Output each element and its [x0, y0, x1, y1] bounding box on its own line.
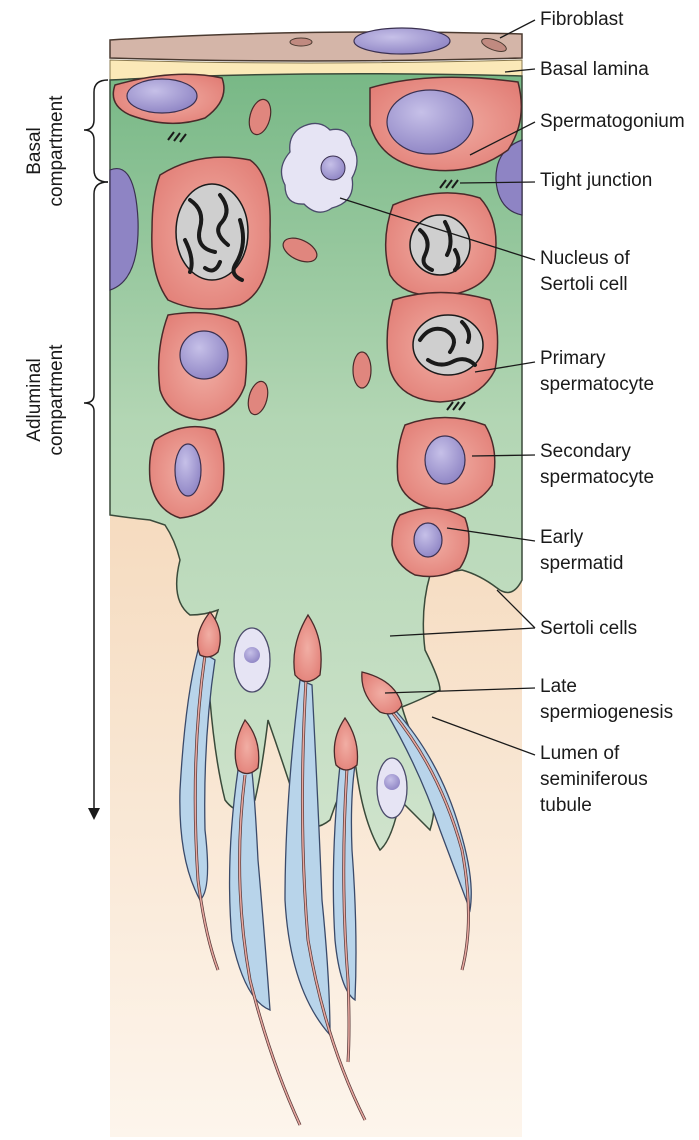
label-fibroblast: Fibroblast [540, 9, 624, 30]
chromatin-strands-left [183, 193, 246, 282]
residual-body-upper-nucleus [244, 647, 260, 663]
early-spermatid-nucleus [413, 522, 443, 558]
late-spermatid-5 [361, 671, 472, 971]
edge-cell-left [109, 168, 139, 291]
label-late-spermiogenesis: Late spermiogenesis [540, 676, 674, 723]
label-spermatogonium: Spermatogonium [540, 111, 685, 132]
chromatin-nucleus-left [175, 183, 249, 281]
leader-lines [339, 19, 536, 756]
secondary-spermatocyte-nucleus [424, 435, 466, 485]
arrowhead-icon [88, 808, 100, 820]
chromatin-strands-right-upper [418, 220, 461, 272]
label-basal-compartment: Basal compartment [24, 95, 67, 207]
late-spermatid-2 [228, 718, 302, 1126]
label-primary-spermatocyte: Primary spermatocyte [540, 348, 655, 395]
late-spermatid-3 [284, 613, 367, 1121]
fibroblast-nucleus [353, 27, 451, 55]
label-lumen: Lumen of seminiferous tubule [540, 743, 648, 816]
spermatid-left-lower-nucleus [174, 443, 202, 497]
late-spermatid-1 [179, 610, 221, 971]
tight-junction-left [167, 131, 187, 143]
chromatin-nucleus-right-lower [412, 314, 484, 376]
label-early-spermatid: Early spermatid [540, 527, 624, 574]
label-nucleus-sertoli: Nucleus of Sertoli cell [540, 248, 630, 295]
fibroblast-layer [109, 31, 523, 62]
label-tight-junction: Tight junction [540, 170, 653, 191]
spermatogonium-right-nucleus [386, 89, 474, 155]
spermatocyte-left-mid-nucleus [179, 330, 229, 380]
label-adluminal-compartment: Adluminal compartment [24, 344, 67, 456]
basal-compartment-brace [83, 79, 109, 183]
residual-body-lower-nucleus [384, 774, 400, 790]
mitochondria [247, 98, 372, 416]
tight-junction-lower [446, 401, 466, 411]
fibroblast-small-nucleus-2 [481, 38, 507, 52]
adluminal-compartment-arrow [83, 181, 109, 810]
label-basal-lamina: Basal lamina [540, 59, 649, 80]
sertoli-nucleus [280, 122, 358, 213]
label-secondary-spermatocyte: Secondary spermatocyte [540, 441, 655, 488]
late-spermatid-4 [332, 716, 359, 1063]
chromatin-strands-right-lower [418, 320, 477, 367]
chromatin-nucleus-right-upper [409, 214, 471, 276]
sertoli-nucleolus [320, 155, 346, 181]
fibroblast-small-nucleus [289, 37, 313, 47]
label-sertoli-cells: Sertoli cells [540, 618, 638, 639]
spermatogonium-left-nucleus [126, 78, 198, 114]
tight-junction-right [439, 179, 459, 189]
